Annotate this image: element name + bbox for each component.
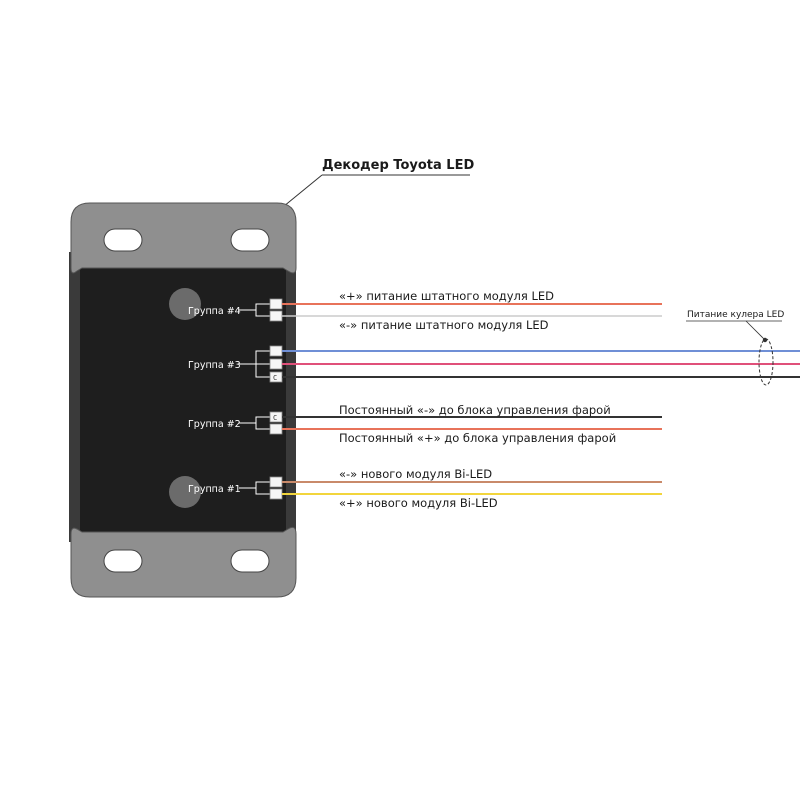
top-mounting-bracket xyxy=(70,202,297,274)
terminal-pin xyxy=(269,298,283,310)
wire-label: «+» питание штатного модуля LED xyxy=(339,289,554,303)
terminal-pin xyxy=(269,488,283,500)
wire-label: «-» питание штатного модуля LED xyxy=(339,318,549,332)
fan-wire-bundle-marker xyxy=(758,338,774,386)
group-label: Группа #2 xyxy=(188,419,241,430)
mounting-hole-top-right xyxy=(230,228,270,252)
group-3: Группа #3 xyxy=(188,350,270,378)
terminal-pin xyxy=(269,476,283,488)
indicator-led-top xyxy=(169,288,201,320)
terminal-pin xyxy=(269,358,283,370)
group-label: Группа #4 xyxy=(188,306,241,317)
group-label: Группа #1 xyxy=(188,484,241,495)
mounting-hole-top-left xyxy=(103,228,143,252)
group-label: Группа #3 xyxy=(188,360,241,371)
mounting-hole-bottom-left xyxy=(103,549,143,573)
fan-power-label: Питание кулера LED xyxy=(687,310,784,320)
mounting-hole-bottom-right xyxy=(230,549,270,573)
group-2: Группа #2 xyxy=(188,416,270,430)
terminal-block: C C xyxy=(269,298,283,500)
group-1: Группа #1 xyxy=(188,481,270,495)
terminal-pin xyxy=(269,423,283,435)
wires xyxy=(282,303,800,495)
indicator-led-bottom xyxy=(169,476,201,508)
terminal-pin-label: C xyxy=(273,374,277,382)
diagram-title: Декодер Toyota LED xyxy=(322,158,474,173)
wire-label: «+» нового модуля Bi-LED xyxy=(339,496,498,510)
bottom-mounting-bracket xyxy=(70,526,297,598)
decoder-housing xyxy=(69,202,297,598)
wire-label: «-» нового модуля Bi-LED xyxy=(339,467,492,481)
terminal-pin xyxy=(269,310,283,322)
fan-label-leader xyxy=(745,320,766,341)
terminal-pin-label: C xyxy=(273,414,277,422)
group-4: Группа #4 xyxy=(188,303,270,317)
wire-label: Постоянный «-» до блока управления фарой xyxy=(339,403,611,417)
wire-label: Постоянный «+» до блока управления фарой xyxy=(339,431,616,445)
terminal-pin xyxy=(269,345,283,357)
